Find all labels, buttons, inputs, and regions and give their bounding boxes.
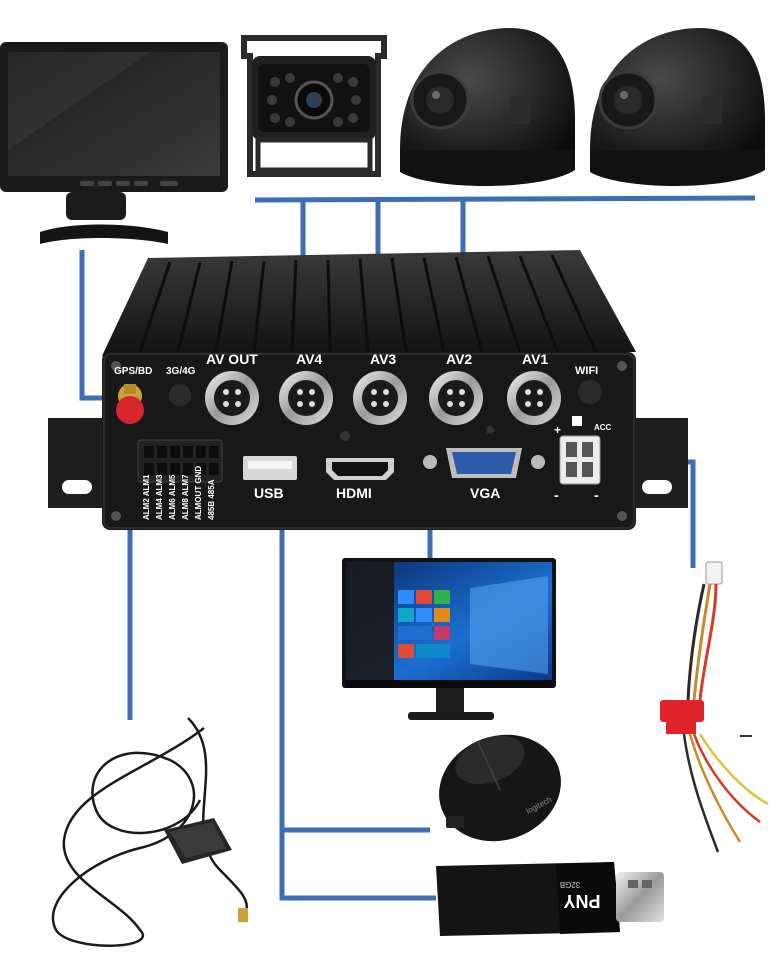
heatsink-fins <box>138 254 598 353</box>
io-label-4: ALM8 ALM7 <box>181 474 190 520</box>
io-terminal-block: ALM2 ALM1 ALM4 ALM3 ALM6 ALM5 ALM8 ALM7 … <box>137 439 223 520</box>
usb-label: USB <box>254 485 284 501</box>
vga-label: VGA <box>470 485 500 501</box>
av1-port <box>507 371 561 425</box>
av2-port <box>429 371 483 425</box>
power-plus-label: + <box>554 423 561 437</box>
wifi-label: WIFI <box>575 365 598 377</box>
av4-label: AV4 <box>296 351 322 367</box>
av-out-port <box>205 371 259 425</box>
hdmi-port: HDMI <box>326 458 394 501</box>
av-out-label: AV OUT <box>206 351 258 367</box>
av4-port <box>279 371 333 425</box>
dome-camera-1 <box>400 28 575 186</box>
desktop-monitor <box>342 558 556 720</box>
power-minus-label-1: - <box>554 487 559 503</box>
power-port: ACC + - - <box>554 416 612 503</box>
bullet-camera <box>241 35 387 177</box>
io-label-6: 485B 485A <box>207 479 216 520</box>
hdmi-label: HDMI <box>336 485 372 501</box>
vga-port: VGA <box>423 448 545 501</box>
car-monitor <box>0 42 228 244</box>
io-label-2: ALM4 ALM3 <box>155 474 164 520</box>
usb-drive-capacity-label: 32GB <box>560 880 580 889</box>
av3-port <box>353 371 407 425</box>
io-label-1: ALM2 ALM1 <box>142 474 151 520</box>
camera-bus-line <box>254 195 756 203</box>
power-cable <box>660 561 769 853</box>
wireless-receiver <box>446 816 464 828</box>
usb-line <box>279 505 436 901</box>
gps-sma-connector <box>116 384 144 424</box>
usb-drive-brand-label: PNY <box>563 891 600 911</box>
av2-label: AV2 <box>446 351 472 367</box>
usb-flash-drive: PNY 32GB <box>436 862 664 936</box>
av3-label: AV3 <box>370 351 396 367</box>
acc-label: ACC <box>594 423 612 432</box>
mobile-antenna-port <box>169 384 191 406</box>
gps-port-label: GPS/BD <box>114 366 152 377</box>
io-label-3: ALM6 ALM5 <box>168 474 177 520</box>
wireless-mouse: logitech <box>439 734 561 842</box>
power-minus-label-2: - <box>594 487 599 503</box>
io-label-5: ALMOUT GND <box>194 466 203 520</box>
mobile-port-label: 3G/4G <box>166 366 196 377</box>
av1-label: AV1 <box>522 351 548 367</box>
mobile-dvr-unit: GPS/BD 3G/4G AV OUT AV4 AV3 AV2 AV1 WIFI <box>48 250 688 530</box>
gps-antenna <box>51 717 249 947</box>
wifi-antenna-port <box>578 380 602 404</box>
usb-port: USB <box>243 456 297 501</box>
dome-camera-2 <box>590 28 765 186</box>
